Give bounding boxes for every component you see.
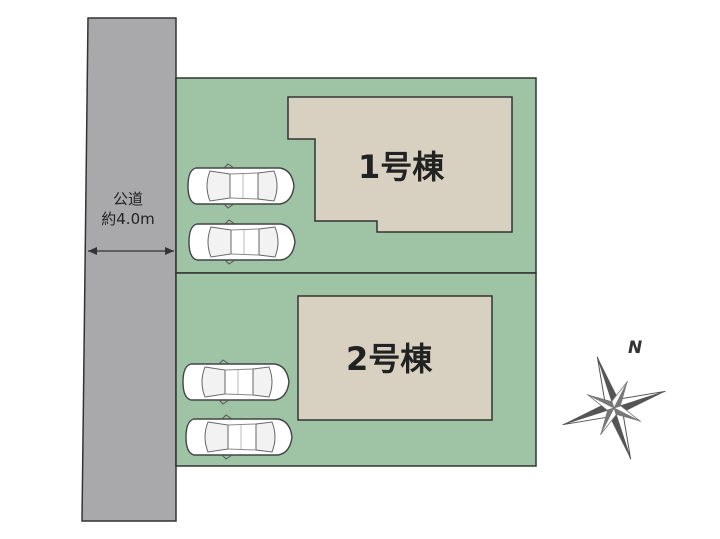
compass-icon <box>562 356 666 460</box>
building-2-label: 2号棟 <box>346 340 433 378</box>
car-icon <box>187 163 295 209</box>
north-label: N <box>628 338 643 358</box>
road-name: 公道 <box>112 190 143 208</box>
road-width-dimension <box>88 247 174 255</box>
building-1 <box>287 96 513 233</box>
car-icon <box>182 359 290 405</box>
road-label: 公道 約4.0m <box>86 189 170 229</box>
car-icon <box>188 219 296 265</box>
road-width: 約4.0m <box>101 210 155 228</box>
car-icon <box>185 414 293 460</box>
building-2 <box>297 295 493 421</box>
public-road <box>81 17 177 522</box>
building-1-label: 1号棟 <box>358 148 445 186</box>
